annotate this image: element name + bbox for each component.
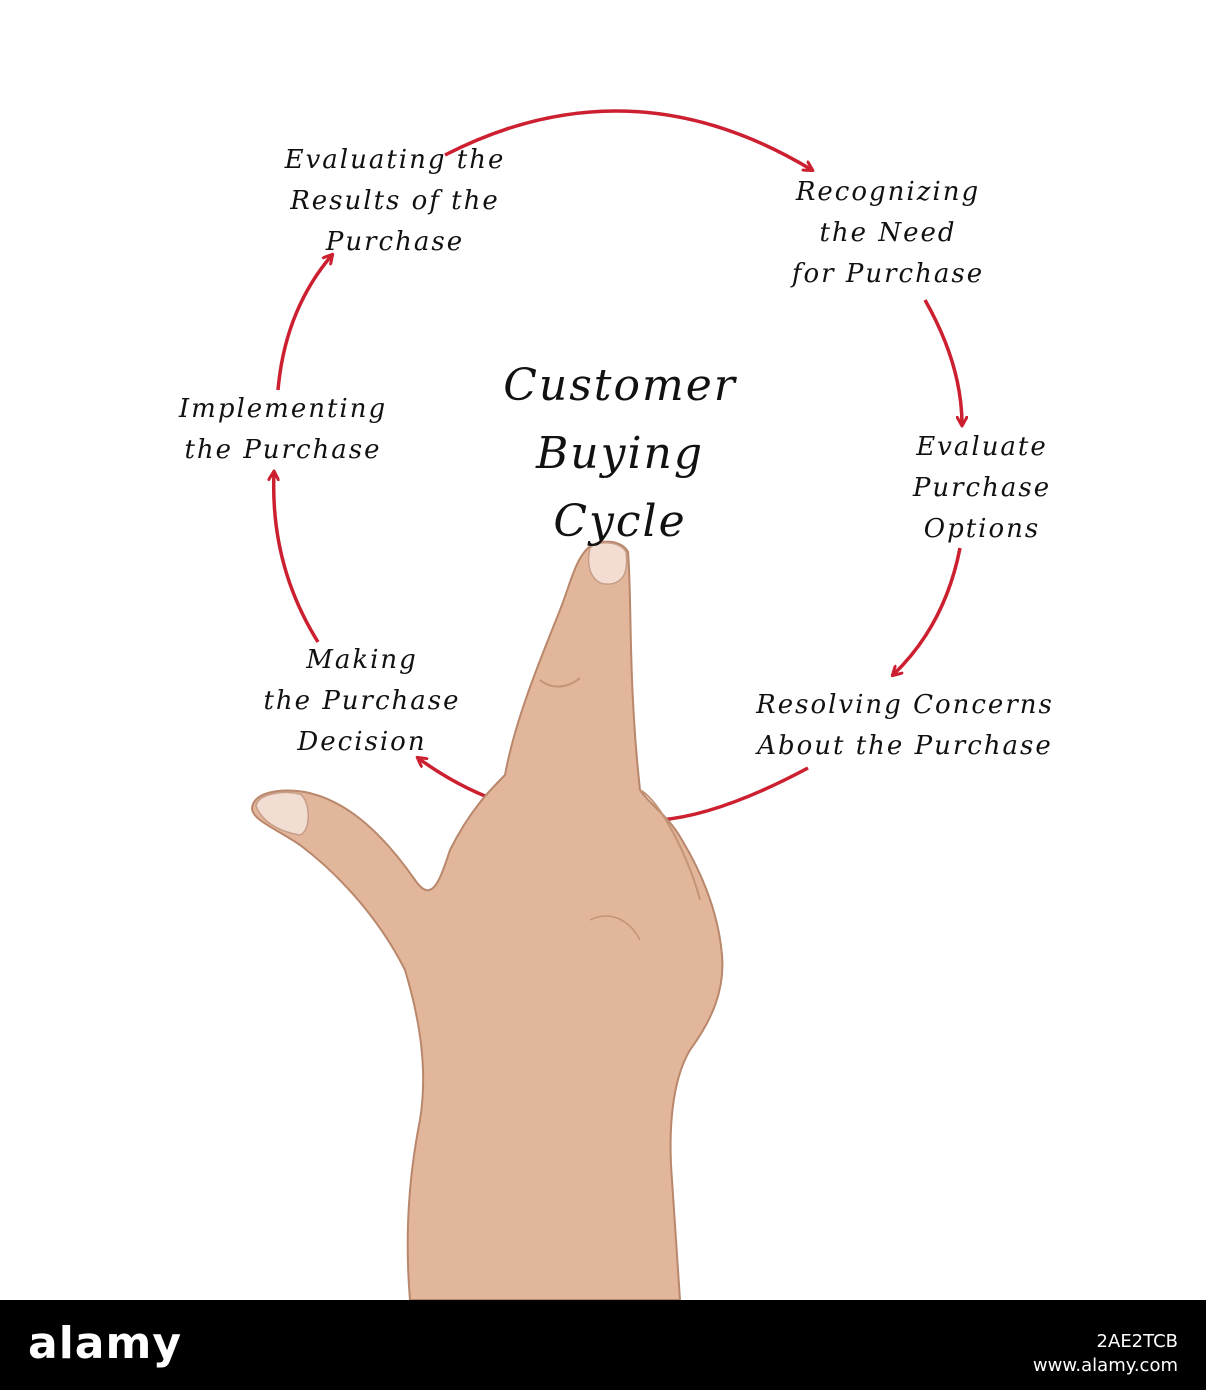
arrow-decision-to-implementing [274,472,320,643]
step-evaluating-results: Evaluating the Results of the Purchase [284,145,506,257]
image-code: 2AE2TCB [1096,1331,1178,1352]
cycle-arrows [250,109,1206,1300]
arrow-into-decision [418,758,496,802]
arrow-results-to-recognizing [444,109,812,170]
step-resolving-concerns: Resolving Concerns About the Purchase [756,690,1054,761]
alamy-logo: alamy [28,1318,182,1369]
step-making-decision: Making the Purchase Decision [263,645,461,757]
diagram-canvas: Customer Buying Cycle Recognizing the Ne… [178,109,1206,1300]
arrow-implementing-to-results [276,255,332,391]
step-evaluate-options: Evaluate Purchase Options [912,432,1052,544]
site-url: www.alamy.com [1032,1355,1178,1376]
image-reference: 2AE2TCB www.alamy.com [1033,1330,1178,1378]
arrow-recognizing-to-evaluate [923,299,962,425]
step-recognizing-need: Recognizing the Need for Purchase [791,177,985,289]
arrow-evaluate-to-resolving [893,547,962,675]
arrow-resolving-to-decision [659,766,809,822]
diagram-title: Customer Buying Cycle [503,360,737,547]
step-implementing: Implementing the Purchase [178,394,388,465]
pointing-hand-image [250,540,724,1300]
watermark-footer: alamy 2AE2TCB www.alamy.com [0,1300,1206,1390]
